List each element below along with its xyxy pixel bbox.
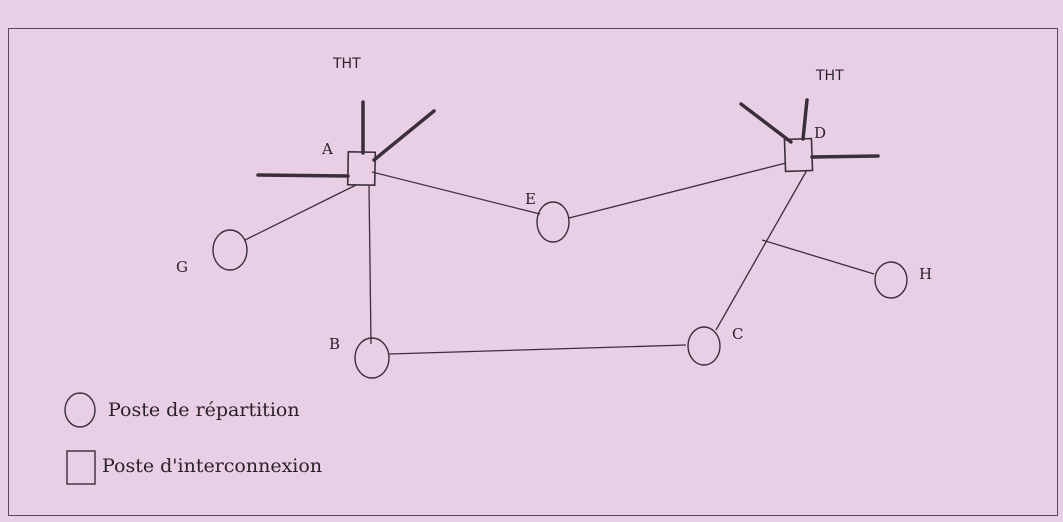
tht-line-d-diag — [739, 102, 793, 144]
node-d-square — [783, 137, 814, 173]
legend-repartition-label: Poste de répartition — [108, 399, 300, 421]
edge-a-b — [368, 185, 372, 345]
legend-interconnexion-label: Poste d'interconnexion — [102, 455, 322, 477]
tht-line-a-left — [256, 173, 350, 178]
tht-label-a: THT — [332, 56, 361, 72]
node-label-b: B — [329, 335, 340, 353]
node-g-circle — [212, 229, 248, 271]
tht-label-d: THT — [815, 68, 844, 84]
tht-line-d-up — [801, 98, 809, 141]
node-e-circle — [536, 201, 570, 243]
edge-cd-h — [761, 239, 875, 275]
node-label-a: A — [321, 140, 333, 158]
node-c-circle — [687, 326, 721, 366]
node-label-h: H — [919, 265, 932, 283]
node-label-d: D — [814, 124, 826, 142]
node-h-circle — [874, 261, 908, 299]
diagram-frame — [8, 28, 1058, 516]
legend-interconnexion-square — [66, 450, 96, 485]
edge-b-c — [388, 344, 687, 355]
node-label-g: G — [176, 258, 188, 276]
edge-c-d — [715, 169, 808, 331]
node-a-square — [346, 150, 377, 187]
edge-e-d — [568, 162, 787, 219]
node-b-circle — [354, 337, 390, 379]
node-label-c: C — [732, 325, 743, 343]
edge-a-g — [244, 184, 357, 241]
node-label-e: E — [525, 190, 536, 208]
tht-line-a-diag — [372, 109, 436, 162]
legend-repartition-circle — [64, 392, 96, 428]
tht-line-d-right — [810, 154, 880, 159]
edge-a-e — [371, 171, 541, 215]
